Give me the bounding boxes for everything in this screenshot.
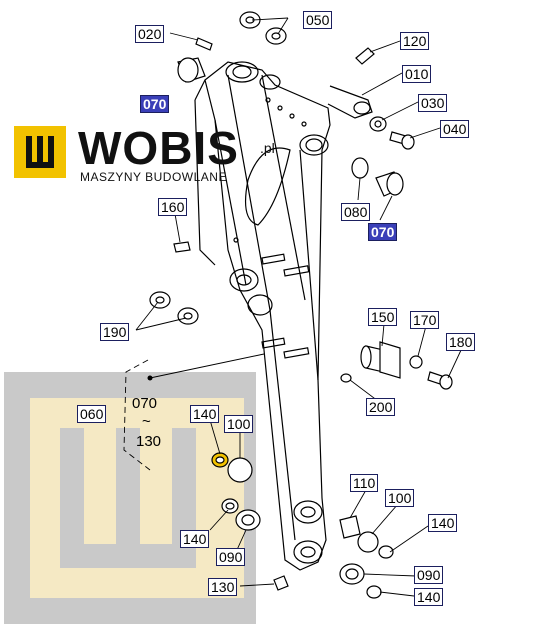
part-label-080[interactable]: 080 [341,203,371,221]
part-label-140-d[interactable]: 140 [414,588,444,606]
part-label-170[interactable]: 170 [410,311,440,329]
part-label-010[interactable]: 010 [402,65,432,83]
part-label-070-right[interactable]: 070 [368,223,398,241]
part-label-180[interactable]: 180 [446,333,476,351]
boom-arm [194,61,373,571]
part-label-140-b[interactable]: 140 [180,530,210,548]
part-label-110[interactable]: 110 [350,474,379,492]
leader-dot [147,375,153,381]
parts [149,11,453,599]
part-label-030[interactable]: 030 [418,94,448,112]
part-label-120[interactable]: 120 [400,32,430,50]
part-label-050[interactable]: 050 [303,11,333,29]
part-label-020[interactable]: 020 [135,25,165,43]
leader-lines [123,17,463,597]
part-label-090-a[interactable]: 090 [216,548,246,566]
part-label-090-b[interactable]: 090 [414,566,444,584]
logo-mark [14,126,66,178]
wobis-logo: WOBIS .pl MASZYNY BUDOWLANE [14,122,284,186]
part-label-040[interactable]: 040 [440,120,470,138]
part-label-190[interactable]: 190 [100,323,130,341]
logo-tagline: MASZYNY BUDOWLANE [80,170,227,184]
part-label-070-top[interactable]: 070 [140,95,170,113]
part-label-140-a[interactable]: 140 [190,405,220,423]
range-end: 130 [136,433,162,450]
logo-wordmark: WOBIS [78,122,239,174]
range-start: 070 [132,395,158,412]
part-label-100-b[interactable]: 100 [385,489,415,507]
part-label-060[interactable]: 060 [77,405,107,423]
part-label-140-c[interactable]: 140 [428,514,458,532]
range-tilde: ~ [142,413,151,430]
part-label-200[interactable]: 200 [366,398,396,416]
part-label-160[interactable]: 160 [158,198,188,216]
part-label-100-a[interactable]: 100 [224,415,254,433]
part-label-130[interactable]: 130 [208,578,238,596]
part-label-150[interactable]: 150 [368,308,398,326]
logo-domain: .pl [260,140,275,156]
